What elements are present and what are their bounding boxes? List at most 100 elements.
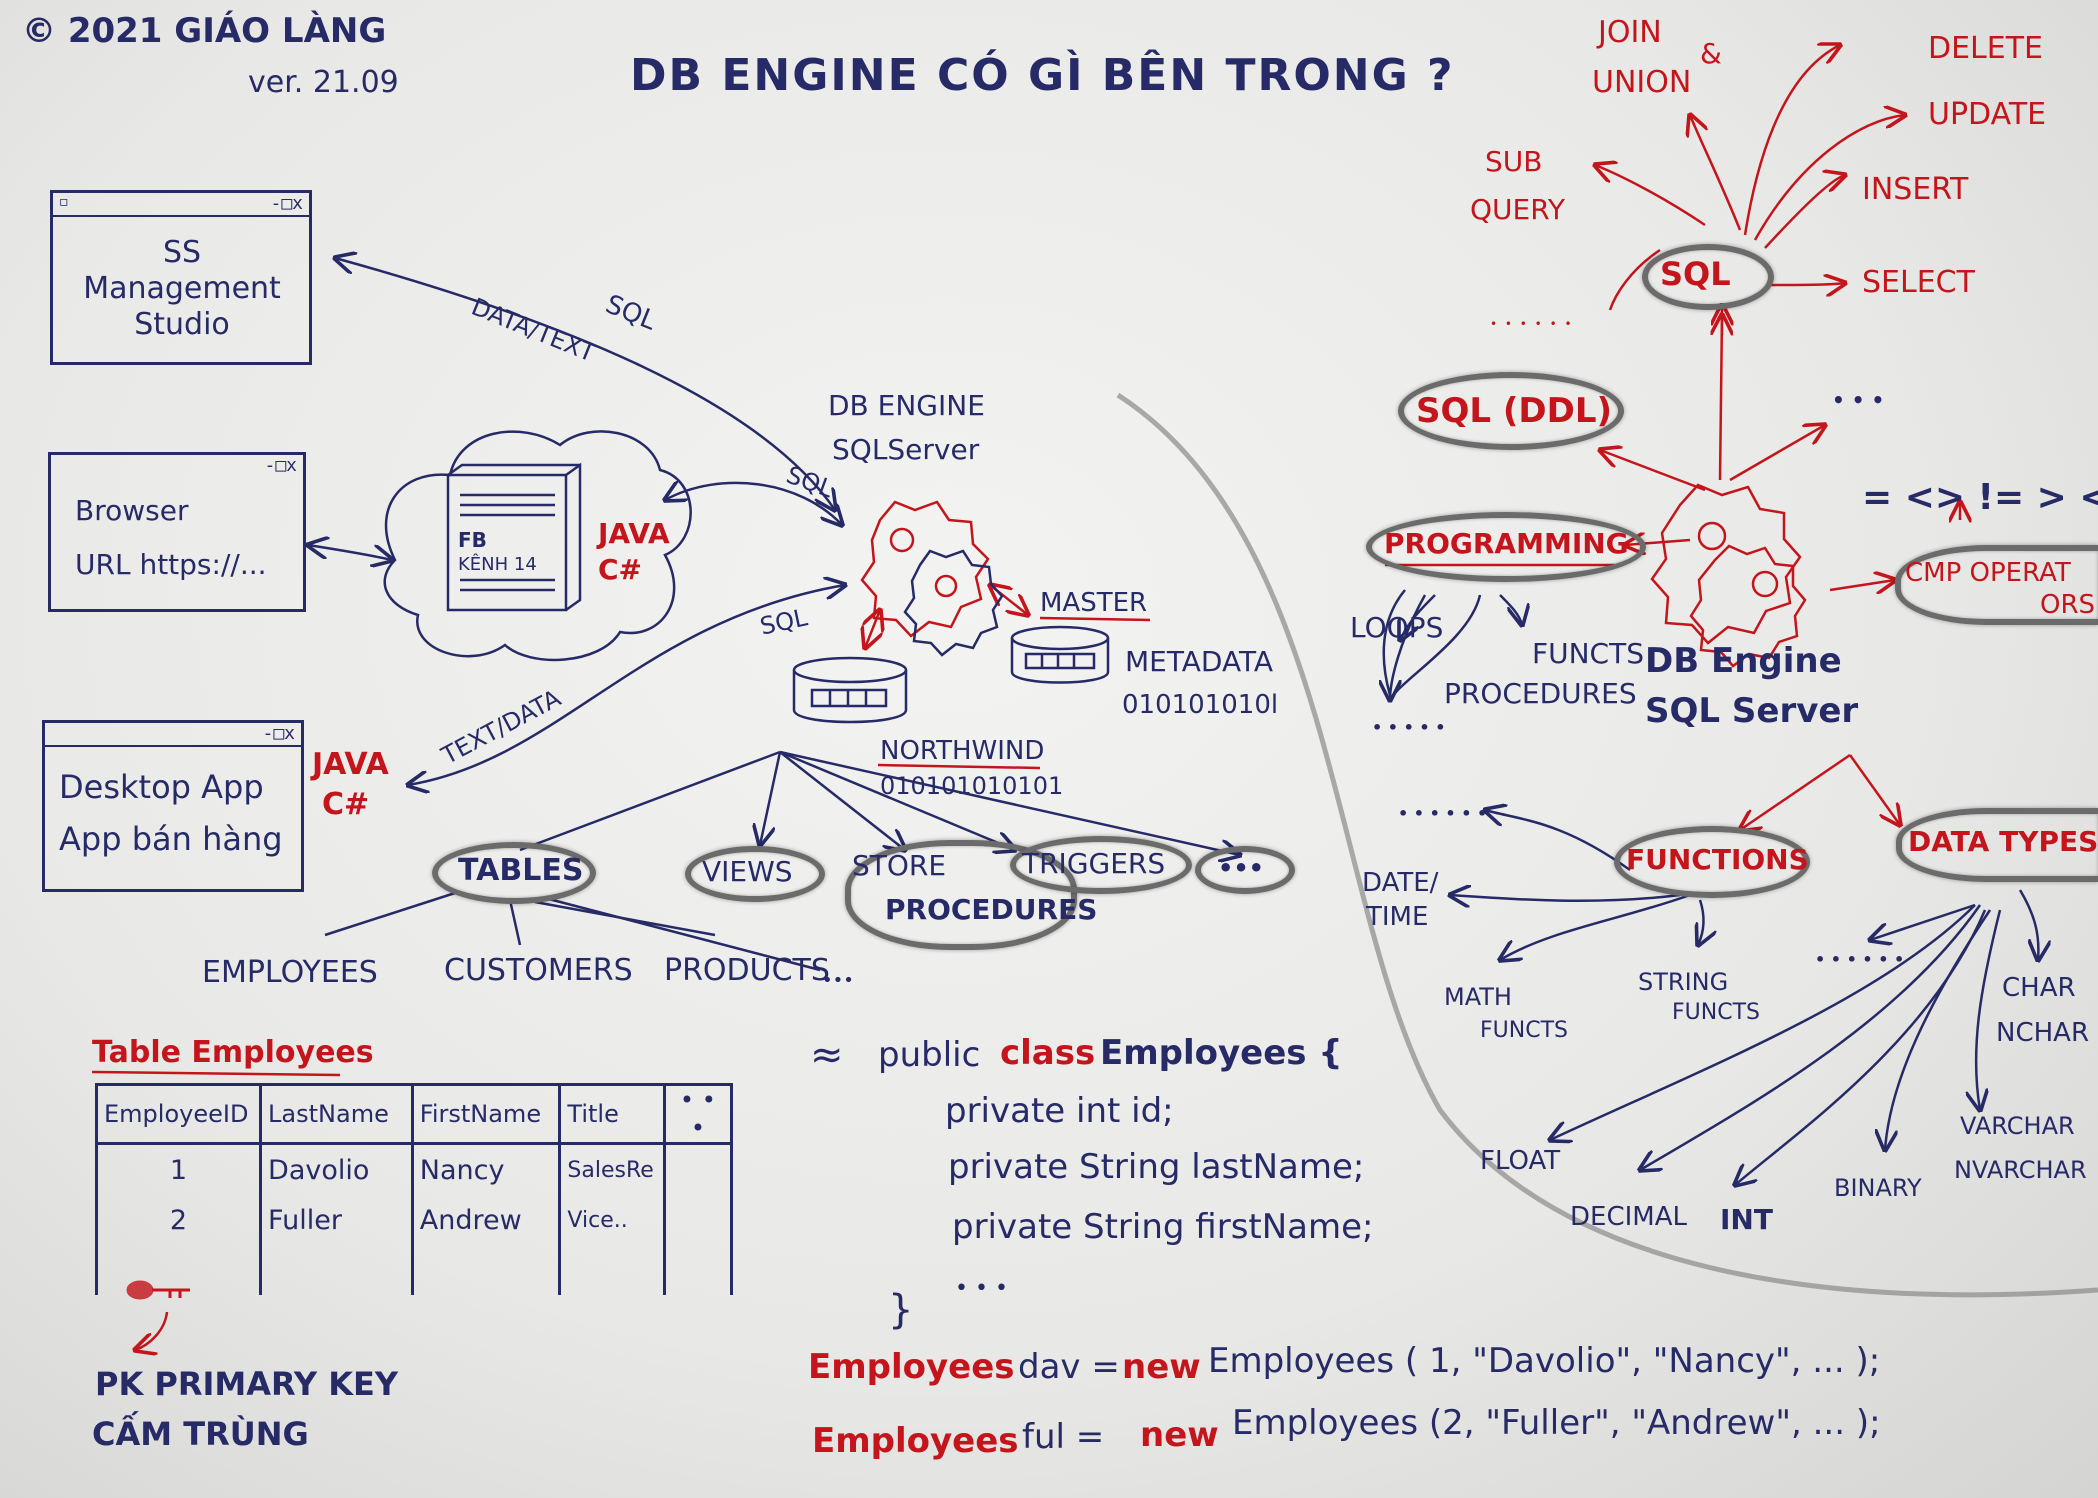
procedures-label: PROCEDURES — [885, 893, 1098, 926]
tables-node — [432, 842, 596, 904]
pk-label: PK PRIMARY KEY — [95, 1365, 399, 1403]
insert-label: INSERT — [1862, 172, 1969, 207]
gear-icon — [1650, 483, 1807, 668]
engine-subtitle: SQLServer — [832, 433, 980, 466]
engine-server-label: SQL Server — [1645, 691, 1859, 731]
header-more: • • • — [662, 1083, 734, 1145]
window-icon: ▫ — [59, 194, 69, 210]
engine-more-dots: • • • — [1832, 388, 1885, 412]
more-objects-node — [1195, 846, 1295, 894]
page-title: DB ENGINE CÓ GÌ BÊN TRONG ? — [630, 50, 1455, 101]
cloud-lang-csharp: C# — [598, 553, 643, 586]
inst1-new: new — [1122, 1347, 1201, 1387]
programming-more-dots: • • • • • — [1372, 718, 1446, 737]
sql-more-dots: • • • • • • — [1490, 317, 1574, 331]
northwind-bits: 010101010101 — [880, 772, 1064, 800]
pk-sublabel: CẤM TRÙNG — [92, 1415, 309, 1453]
inst2-var: ful = — [1022, 1417, 1105, 1457]
select-label: SELECT — [1862, 265, 1975, 300]
header-lastname: LastName — [259, 1083, 413, 1145]
engine-title: DB ENGINE — [828, 389, 985, 422]
browser-window: -□x Browser URL https://... — [48, 452, 306, 612]
functions-node — [1614, 826, 1810, 898]
master-db-label: MASTER — [1040, 588, 1148, 618]
code-class: class — [1000, 1033, 1096, 1073]
window-controls-icon: -□x — [264, 455, 297, 476]
employees-table: EmployeeID LastName FirstName Title • • … — [94, 1083, 734, 1295]
desktop-lang-java: JAVA — [312, 747, 389, 782]
table-row-empty — [94, 1245, 734, 1295]
table-products-item: PRODUCTS — [664, 953, 830, 988]
desktop-app-label: Desktop App — [59, 768, 264, 806]
code-public: public — [878, 1035, 981, 1075]
inst1-var: dav = — [1018, 1347, 1120, 1387]
inst1-rest: Employees ( 1, "Davolio", "Nancy", ... )… — [1208, 1341, 1881, 1381]
header-firstname: FirstName — [410, 1083, 560, 1145]
sql-node — [1642, 244, 1774, 310]
table-employees-item: EMPLOYEES — [202, 955, 378, 990]
cloud-icon — [383, 430, 692, 662]
inst2-new: new — [1140, 1415, 1219, 1455]
separator-arc — [1116, 392, 2098, 1298]
table-row: 1 Davolio Nancy SalesRe — [94, 1143, 734, 1195]
cell-more — [662, 1143, 734, 1195]
tables-label: TABLES — [458, 853, 584, 888]
cell-employeeid: 1 — [94, 1143, 261, 1195]
ssms-engine-link — [335, 258, 835, 510]
math-label: MATH — [1444, 983, 1512, 1011]
views-node — [685, 846, 825, 902]
cmp-operators-label: CMP OPERAT — [1905, 558, 2071, 588]
cell-more — [662, 1195, 734, 1245]
sub-label: SUB — [1485, 145, 1543, 178]
time-label: TIME — [1366, 902, 1429, 932]
code-field-id: private int id; — [945, 1091, 1174, 1131]
date-label: DATE/ — [1362, 868, 1439, 898]
functions-more-dots: • • • • • • — [1398, 804, 1488, 823]
browser-label: Browser — [75, 494, 189, 527]
window-controls-icon: -□x — [262, 723, 295, 744]
more-tables-label: ••• — [822, 970, 854, 991]
cell-lastname: Davolio — [259, 1143, 413, 1195]
desktop-app-sublabel: App bán hàng — [59, 820, 283, 858]
approx-symbol: ≈ — [810, 1032, 844, 1078]
browser-cloud-link — [308, 545, 392, 560]
desktop-app-window: -□x Desktop App App bán hàng — [42, 720, 304, 892]
code-field-firstname: private String firstName; — [952, 1207, 1374, 1247]
cloud-app-name: FB — [458, 528, 487, 552]
cloud-lang-java: JAVA — [598, 517, 670, 550]
browser-url: URL https://... — [75, 548, 267, 581]
cmp-operators-node — [1895, 545, 2098, 625]
ssms-window: ▫-□x SS Management Studio — [50, 190, 312, 365]
cell-title: SalesRe — [558, 1143, 665, 1195]
inst2-rest: Employees (2, "Fuller", "Andrew", ... ); — [1232, 1403, 1881, 1443]
code-field-lastname: private String lastName; — [948, 1147, 1365, 1187]
string-label: STRING — [1638, 968, 1729, 996]
header-title: Title — [558, 1083, 665, 1145]
more-objects-label: ••• — [1218, 854, 1265, 882]
loops-label: LOOPS — [1350, 611, 1444, 644]
cell-lastname: Fuller — [259, 1195, 413, 1245]
desktop-engine-link — [408, 585, 845, 785]
sql-ddl-node — [1398, 372, 1624, 450]
char-type: CHAR — [2002, 973, 2076, 1003]
join-label: JOIN — [1598, 15, 1662, 50]
functions-label: FUNCTIONS — [1626, 843, 1809, 876]
fb-app-window — [446, 462, 582, 612]
cell-firstname: Andrew — [410, 1195, 560, 1245]
cell-firstname: Nancy — [410, 1143, 560, 1195]
database-icon — [1010, 625, 1110, 684]
code-classname: Employees { — [1100, 1033, 1343, 1073]
cell-employeeid: 2 — [94, 1195, 261, 1245]
int-type: INT — [1720, 1203, 1773, 1236]
header-employeeid: EmployeeID — [94, 1083, 261, 1145]
string-functs-label: FUNCTS — [1672, 1000, 1760, 1025]
desktop-lang-csharp: C# — [322, 787, 370, 822]
sql-ddl-label: SQL (DDL) — [1416, 391, 1613, 431]
nvarchar-type: NVARCHAR — [1954, 1156, 2087, 1184]
views-label: VIEWS — [702, 855, 793, 888]
table-employees-title: Table Employees — [92, 1035, 374, 1070]
varchar-type: VARCHAR — [1960, 1112, 2075, 1140]
cmp-operators-label-2: ORS — [2040, 590, 2096, 620]
binary-type: BINARY — [1834, 1174, 1922, 1202]
data-types-node — [1896, 808, 2098, 882]
